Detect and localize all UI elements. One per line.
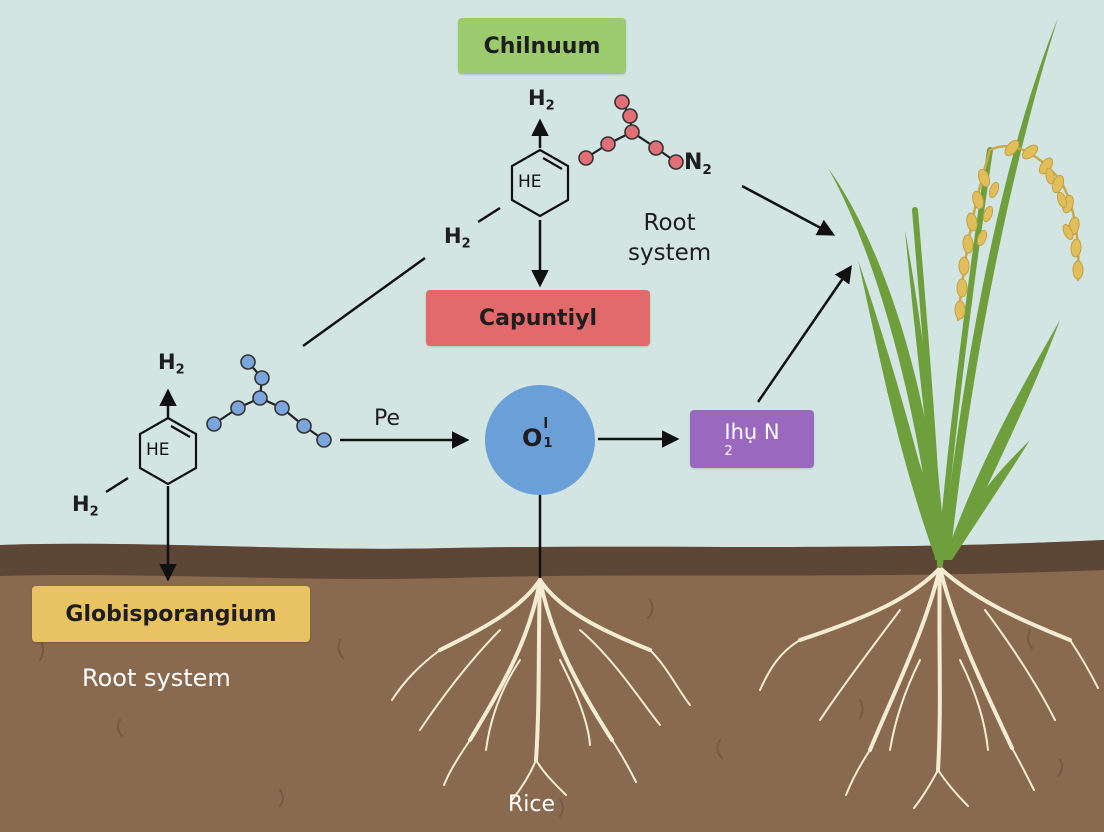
h2-left-up-label: H2 [158, 350, 185, 378]
globisporangium-box: Globisporangium [32, 586, 310, 642]
line-top-ring-h2 [477, 206, 501, 224]
h2-top-label: H2 [528, 86, 555, 114]
root-system-right [759, 566, 1099, 809]
rice-plant [828, 18, 1084, 568]
arrow-chain-to-plant [741, 184, 836, 236]
root-system-top-label: Root system [628, 210, 712, 266]
top-ring-label: HE [518, 172, 542, 192]
root-system-bottom-label: Root system [82, 664, 231, 692]
chilnuum-label: Chilnuum [483, 33, 601, 59]
blue-chain-molecule [206, 354, 332, 448]
blue-circle-node [485, 385, 595, 495]
capuntiyl-box: Capuntiyl [426, 290, 650, 346]
arrow-box-to-plant [756, 265, 852, 403]
left-ring-label: HE [146, 440, 170, 460]
chilnuum-box: Chilnuum [458, 18, 626, 74]
top-ring-molecule [510, 148, 570, 218]
pe-label: Pe [374, 406, 401, 431]
line-left-ring-h2 [105, 476, 129, 494]
rice-grains [954, 139, 1084, 320]
left-ring-molecule [138, 416, 198, 486]
h2-top-left-label: H2 [444, 224, 471, 252]
root-system-middle [391, 578, 691, 801]
red-chain-molecule [578, 94, 684, 170]
h2-left-bottom-label: H2 [72, 492, 99, 520]
capuntiyl-label: Capuntiyl [478, 305, 597, 331]
globisporangium-label: Globisporangium [65, 601, 277, 627]
line-diagonal [302, 256, 426, 348]
connectors [105, 118, 852, 582]
n2-top-label: N2 [684, 150, 712, 178]
rice-label: Rice [508, 792, 556, 817]
